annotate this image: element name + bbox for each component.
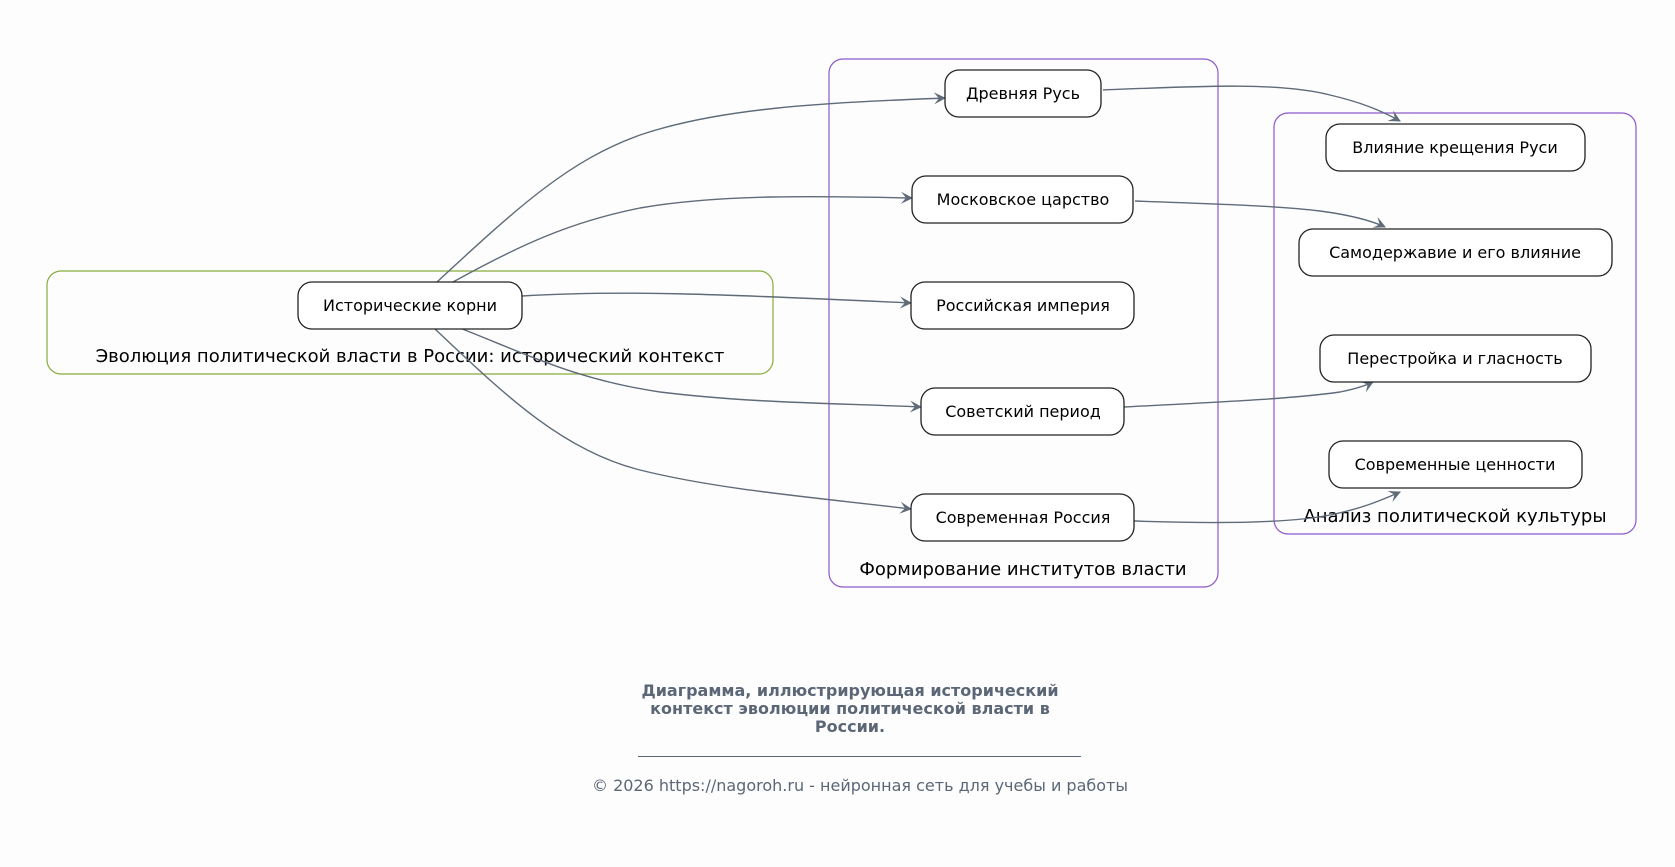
cluster-label-institutions: Формирование институтов власти (859, 559, 1186, 580)
node-label: Исторические корни (323, 296, 497, 315)
node-label: Современные ценности (1355, 455, 1556, 474)
cluster-border (46, 270, 774, 375)
cluster-political-culture: Анализ политической культуры (1273, 112, 1637, 535)
node-modern-russia[interactable]: Современная Россия (910, 493, 1135, 542)
cluster-label-historical-context: Эволюция политической власти в России: и… (96, 346, 725, 367)
edge-muscovy-autocracy (1134, 200, 1386, 228)
node-label: Самодержавие и его влияние (1329, 243, 1581, 262)
cluster-label-political-culture: Анализ политической культуры (1303, 506, 1606, 527)
node-historical-roots[interactable]: Исторические корни (297, 281, 523, 330)
caption-line-3: России. (814, 717, 886, 736)
cluster-historical-context: Эволюция политической власти в России: и… (46, 270, 774, 375)
edge-soviet-perestroika (1123, 381, 1374, 408)
diagram-caption: Диаграмма, иллюстрирующая исторический к… (600, 682, 1100, 736)
node-label: Перестройка и гласность (1347, 349, 1562, 368)
node-modern-values[interactable]: Современные ценности (1328, 440, 1583, 489)
node-ancient-rus[interactable]: Древняя Русь (944, 69, 1102, 118)
caption-divider (638, 756, 1081, 757)
edge-roots-empire (521, 292, 912, 309)
edge-ancient-rus-baptism (1102, 85, 1401, 122)
node-label: Московское царство (937, 190, 1110, 209)
node-russian-empire[interactable]: Российская империя (910, 281, 1135, 330)
caption-line-1: Диаграмма, иллюстрирующая исторический (641, 681, 1059, 700)
node-label: Советский период (945, 402, 1101, 421)
edges (434, 85, 1401, 524)
copyright-footer: © 2026 https://nagoroh.ru - нейронная се… (591, 776, 1128, 795)
edge-roots-ancient-rus (436, 92, 946, 283)
node-label: Древняя Русь (966, 84, 1080, 103)
cluster-institutions: Формирование институтов власти (828, 58, 1219, 588)
node-label: Современная Россия (936, 508, 1111, 527)
node-perestroika[interactable]: Перестройка и гласность (1319, 334, 1592, 383)
cluster-border (828, 58, 1219, 588)
node-label: Влияние крещения Руси (1352, 138, 1557, 157)
edge-roots-modern-russia (434, 328, 912, 514)
edge-roots-muscovy (452, 191, 913, 283)
node-soviet-period[interactable]: Советский период (920, 387, 1125, 436)
node-muscovy[interactable]: Московское царство (911, 175, 1134, 224)
node-label: Российская империя (936, 296, 1110, 315)
edge-roots-soviet (459, 327, 922, 413)
node-baptism-influence[interactable]: Влияние крещения Руси (1325, 123, 1586, 172)
caption-line-2: контекст эволюции политической власти в (650, 699, 1050, 718)
node-autocracy[interactable]: Самодержавие и его влияние (1298, 228, 1613, 277)
cluster-border (1273, 112, 1637, 535)
edge-modern-russia-modern-values (1133, 491, 1401, 524)
